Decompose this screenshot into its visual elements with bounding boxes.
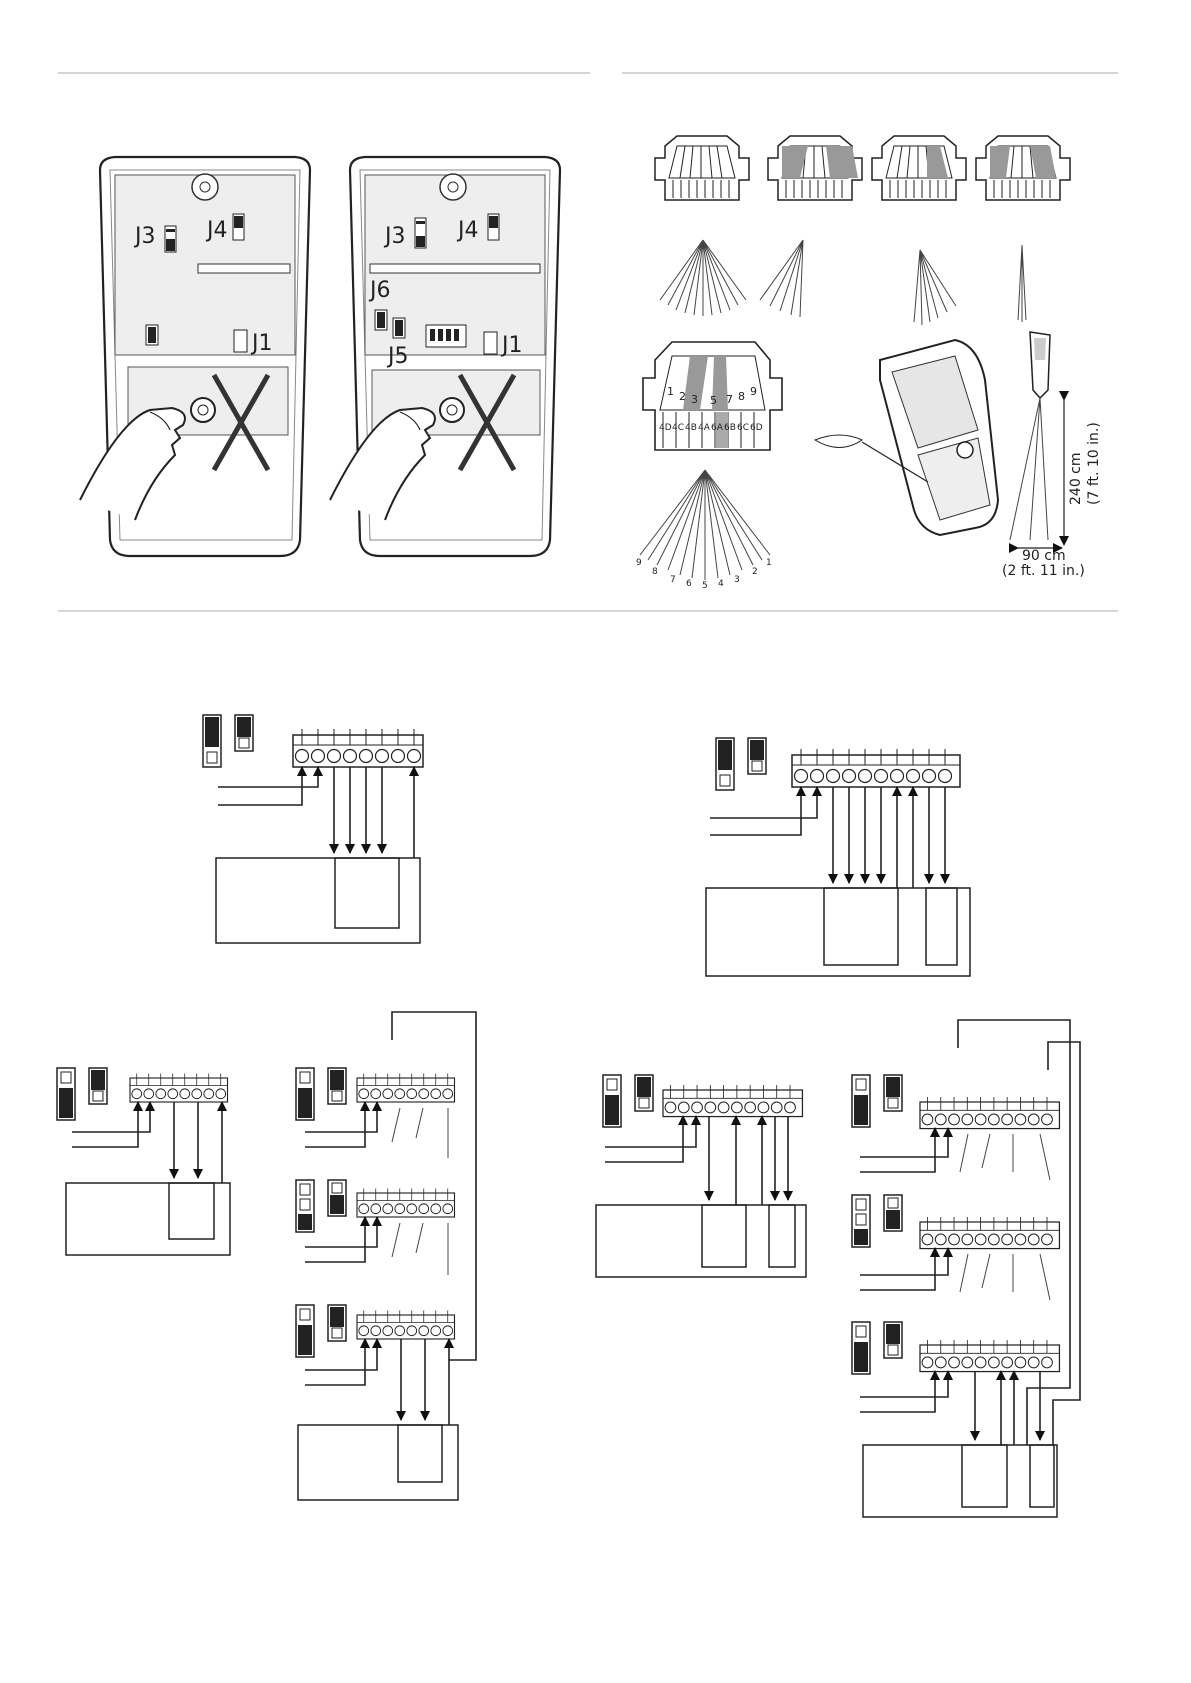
- detector-base-left: [80, 157, 310, 556]
- svg-text:6: 6: [686, 579, 692, 589]
- distance-imperial: (2 ft. 11 in.): [1002, 563, 1085, 579]
- svg-text:5: 5: [702, 581, 708, 591]
- svg-text:1: 1: [766, 558, 772, 568]
- svg-text:4A: 4A: [698, 423, 711, 433]
- label-j4: J4: [456, 218, 479, 243]
- svg-text:7: 7: [726, 393, 733, 406]
- svg-text:2: 2: [679, 390, 686, 403]
- svg-text:6A: 6A: [711, 423, 724, 433]
- distance-metric: 90 cm: [1022, 548, 1066, 564]
- mount-side-view: [1010, 332, 1064, 548]
- label-j1: J1: [250, 331, 273, 356]
- detector-perspective: [815, 340, 998, 535]
- wiring-diagram-c: [203, 715, 423, 943]
- label-j4: J4: [205, 218, 228, 243]
- label-j3: J3: [383, 224, 406, 249]
- wiring-diagram-e: [57, 1068, 230, 1255]
- svg-text:8: 8: [738, 390, 745, 403]
- svg-text:9: 9: [750, 385, 757, 398]
- mask-row: [655, 136, 1070, 200]
- height-metric: 240 cm: [1068, 452, 1084, 505]
- fan-numbers: 9 8 7 6 5 4 3 2 1: [636, 558, 772, 591]
- svg-text:6D: 6D: [750, 423, 763, 433]
- detector-base-right: [330, 157, 560, 556]
- svg-text:4D: 4D: [659, 423, 672, 433]
- height-imperial: (7 ft. 10 in.): [1086, 422, 1102, 505]
- svg-text:9: 9: [636, 558, 642, 568]
- svg-text:1: 1: [667, 385, 674, 398]
- mask-labels: 4D 4C 4B 4A 6A 6B 6C 6D: [659, 423, 763, 433]
- svg-text:6C: 6C: [737, 423, 749, 433]
- wiring-diagram-g: [596, 1075, 806, 1277]
- wiring-diagram-d: [706, 738, 970, 976]
- svg-text:4C: 4C: [672, 423, 684, 433]
- svg-text:8: 8: [652, 567, 658, 577]
- svg-text:3: 3: [691, 393, 698, 406]
- wiring-diagram-h: [852, 1020, 1080, 1517]
- svg-text:5: 5: [710, 394, 717, 407]
- coverage-fans: [660, 240, 1026, 325]
- label-j5: J5: [386, 344, 409, 369]
- label-j1: J1: [500, 333, 523, 358]
- svg-text:2: 2: [752, 567, 758, 577]
- label-j6: J6: [368, 278, 391, 303]
- wiring-diagram-f: [296, 1012, 476, 1500]
- svg-text:7: 7: [670, 575, 676, 585]
- numbered-fan: [640, 470, 770, 580]
- svg-text:4B: 4B: [685, 423, 697, 433]
- label-j3: J3: [133, 224, 156, 249]
- svg-text:6B: 6B: [724, 423, 736, 433]
- svg-text:3: 3: [734, 575, 740, 585]
- svg-text:4: 4: [718, 579, 724, 589]
